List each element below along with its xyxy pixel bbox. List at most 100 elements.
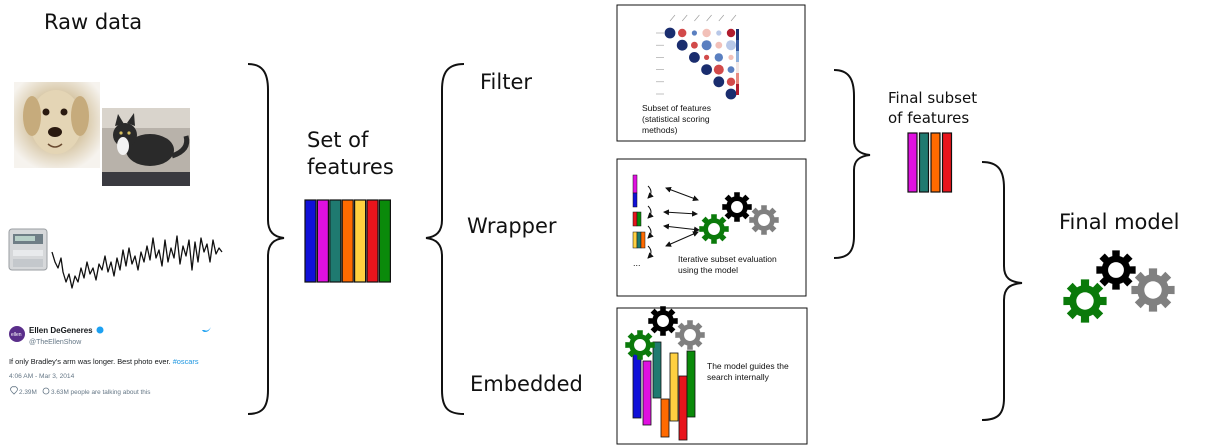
gear-hole bbox=[731, 201, 743, 213]
cat-photo bbox=[102, 108, 190, 186]
heatmap-cell bbox=[728, 54, 734, 61]
filter-caption: Subset of features (statistical scoring … bbox=[642, 103, 711, 135]
heatmap-col-tick bbox=[730, 14, 737, 22]
heatmap-col-tick bbox=[669, 14, 676, 22]
brace-methods bbox=[425, 63, 465, 415]
embedded-label: Embedded bbox=[470, 372, 583, 396]
gear-hole bbox=[758, 214, 770, 226]
heatmap-cell bbox=[691, 41, 698, 49]
heatmap-cell bbox=[701, 40, 712, 51]
heatmap-colorbar-segment bbox=[736, 40, 739, 51]
wrapper-bar bbox=[640, 231, 646, 249]
final-subset-line1: Final subset bbox=[888, 89, 978, 107]
wrapper-ellipsis: ... bbox=[633, 258, 641, 268]
gear-icon bbox=[722, 192, 752, 222]
wrapper-arrows bbox=[647, 185, 700, 259]
heatmap-colorbar-segment bbox=[736, 73, 739, 84]
feature-bar bbox=[304, 199, 317, 283]
brace-subset bbox=[833, 69, 871, 259]
embedded-bars bbox=[632, 341, 696, 441]
filter-box bbox=[616, 4, 806, 142]
gear-icon bbox=[1131, 268, 1175, 312]
wrapper-caption: Iterative subset evaluation using the mo… bbox=[678, 254, 777, 275]
embedded-bar bbox=[652, 341, 662, 399]
feature-bar bbox=[366, 199, 379, 283]
feature-bar bbox=[329, 199, 342, 283]
heatmap-col-tick bbox=[681, 14, 688, 22]
verified-badge-icon bbox=[96, 326, 104, 334]
gear-icon bbox=[625, 330, 655, 360]
tweet-author: Ellen DeGeneres bbox=[29, 326, 93, 335]
twitter-bird-icon bbox=[202, 327, 211, 332]
tweet-hashtag[interactable]: #oscars bbox=[173, 357, 199, 366]
heatmap-cell bbox=[714, 53, 723, 62]
heatmap-cell bbox=[664, 27, 676, 39]
embedded-caption: The model guides the search internally bbox=[707, 361, 789, 382]
wrapper-bar bbox=[632, 192, 638, 208]
heatmap-cell bbox=[715, 41, 723, 49]
heatmap-colorbar-segment bbox=[736, 29, 739, 40]
gears bbox=[625, 192, 1175, 360]
gear-hole bbox=[1144, 281, 1162, 299]
loop-arrow bbox=[647, 225, 654, 239]
tweet-text: If only Bradley's arm was longer. Best p… bbox=[9, 357, 199, 366]
heatmap-cell bbox=[725, 88, 737, 100]
heatmap-cell bbox=[676, 39, 688, 51]
heatmap-cell bbox=[689, 52, 700, 63]
feature-bar bbox=[341, 199, 354, 283]
eval-arrow bbox=[665, 231, 699, 247]
feature-bar bbox=[354, 199, 367, 283]
wrapper-label: Wrapper bbox=[467, 214, 557, 238]
tweet-replies: 3.63M people are talking about this bbox=[51, 389, 150, 396]
heatmap-cell bbox=[716, 30, 722, 36]
gear-hole bbox=[684, 329, 696, 341]
avatar-text: ellen bbox=[11, 332, 22, 338]
heatmap-cell bbox=[726, 28, 736, 38]
heatmap-cell bbox=[678, 28, 687, 38]
eval-arrow bbox=[665, 186, 699, 202]
wrapper-bar bbox=[632, 231, 638, 249]
final-subset-line2: of features bbox=[888, 109, 970, 127]
final-subset-bars bbox=[907, 132, 953, 193]
heatmap-colorbar-segment bbox=[736, 84, 739, 95]
wrapper-bar bbox=[632, 174, 638, 194]
wrapper-bar bbox=[632, 211, 638, 227]
embedded-bar bbox=[669, 352, 679, 422]
final-model-title: Final model bbox=[1059, 210, 1180, 234]
tweet-text-main: If only Bradley's arm was longer. Best p… bbox=[9, 357, 171, 366]
heatmap-cell bbox=[726, 40, 736, 51]
tweet-likes: 2.39M bbox=[19, 389, 37, 396]
feature-bar bbox=[316, 199, 329, 283]
wrapper-bar bbox=[636, 231, 642, 249]
subset-bar bbox=[907, 132, 918, 193]
set-of-features-line2: features bbox=[307, 155, 394, 179]
loop-arrow bbox=[647, 205, 654, 219]
subset-bar bbox=[941, 132, 953, 193]
heatmap-col-tick bbox=[706, 14, 712, 22]
embedded-bar bbox=[632, 349, 642, 419]
tweet-handle: @TheEllenShow bbox=[29, 339, 82, 346]
avatar bbox=[9, 326, 25, 342]
gear-hole bbox=[1108, 262, 1124, 278]
heatmap-colorbar-segment bbox=[736, 51, 739, 62]
heatmap-cell bbox=[727, 66, 735, 73]
heatmap-cell bbox=[702, 28, 711, 38]
gear-icon bbox=[749, 205, 779, 235]
raw-data-title: Raw data bbox=[44, 10, 143, 34]
dog-photo bbox=[14, 82, 100, 168]
tweet-card: ellen Ellen DeGeneres @TheEllenShow If o… bbox=[9, 326, 211, 396]
time-series-line bbox=[51, 235, 223, 289]
embedded-bar bbox=[660, 398, 670, 438]
filter-label: Filter bbox=[480, 70, 533, 94]
gear-icon bbox=[648, 306, 678, 336]
correlation-heatmap bbox=[656, 14, 739, 100]
eval-arrow bbox=[663, 209, 698, 217]
gear-hole bbox=[634, 339, 646, 351]
final-subset-label: Final subset of features bbox=[888, 88, 977, 128]
heatmap-col-tick bbox=[718, 14, 725, 22]
set-of-features-label: Set of features bbox=[307, 127, 394, 181]
tweet-time: 4:06 AM - Mar 3, 2014 bbox=[9, 373, 75, 380]
heatmap-col-tick bbox=[694, 14, 700, 22]
loop-arrow bbox=[647, 245, 654, 259]
gear-hole bbox=[708, 223, 720, 235]
